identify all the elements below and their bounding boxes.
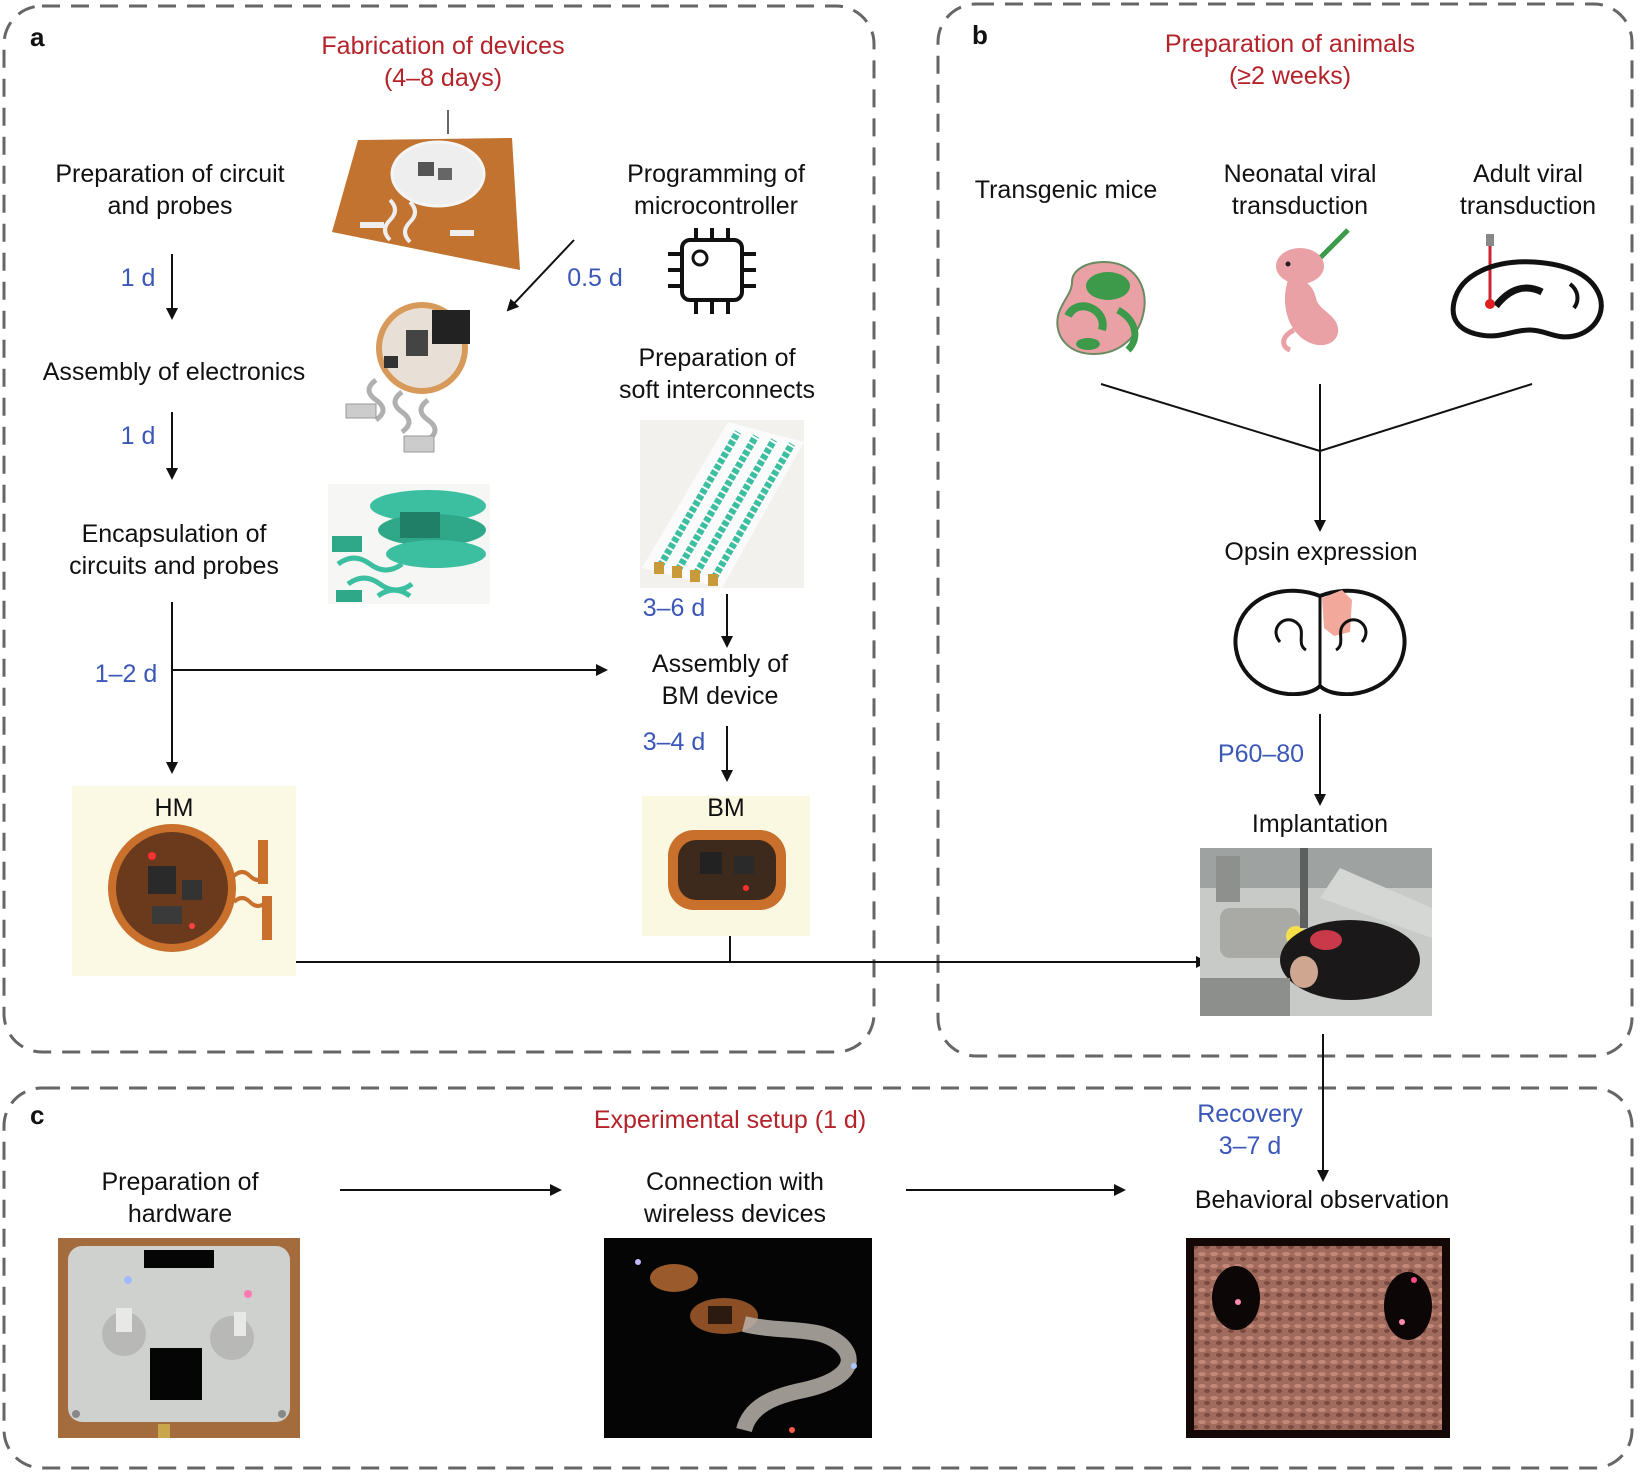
circuit-sheet-image	[330, 110, 520, 276]
neonatal-mouse-icon	[1258, 224, 1388, 362]
behavior-arena-photo	[1186, 1238, 1450, 1438]
step-encapsulation: Encapsulation of circuits and probes	[69, 520, 279, 580]
wireless-devices-photo	[604, 1238, 872, 1438]
hm-device-photo	[72, 786, 296, 976]
panel-b-title: Preparation of animals	[1164, 30, 1416, 58]
panel-a-title: Fabrication of devices	[321, 32, 565, 60]
step-soft-interconnects: Preparation of soft interconnects	[619, 344, 815, 404]
panel-b-border	[936, 2, 1634, 1058]
adult-brain-icon	[1450, 234, 1610, 346]
time-circuit-to-assembly: 1 d	[120, 264, 156, 292]
panel-a-duration: (4–8 days)	[383, 64, 503, 92]
arrow-micro-to-assembly	[506, 239, 575, 312]
source-adult: Adult viral transduction	[1459, 160, 1597, 220]
step-behavior: Behavioral observation	[1194, 1186, 1450, 1214]
step-assembly-electronics: Assembly of electronics	[42, 358, 306, 386]
source-transgenic: Transgenic mice	[974, 176, 1158, 204]
panel-c-letter: c	[30, 1100, 45, 1130]
time-microcontroller: 0.5 d	[567, 264, 623, 292]
line-adult-merge	[1319, 383, 1533, 452]
step-connection: Connection with wireless devices	[643, 1168, 826, 1228]
encapsulated-device-image	[328, 484, 490, 604]
step-microcontroller: Programming of microcontroller	[627, 160, 805, 220]
source-neonatal: Neonatal viral transduction	[1223, 160, 1377, 220]
time-assembly-to-encapsulation: 1 d	[120, 422, 156, 450]
panel-a-letter: a	[30, 22, 45, 52]
panel-a-border	[2, 4, 876, 1054]
step-circuit-probes: Preparation of circuit and probes	[55, 160, 285, 220]
recovery-label: Recovery 3–7 d	[1197, 1100, 1303, 1160]
step-assembly-bm: Assembly of BM device	[651, 650, 789, 710]
soft-interconnects-image	[640, 420, 804, 588]
hardware-photo	[58, 1238, 300, 1438]
bm-device-photo	[642, 796, 810, 936]
panel-c-title: Experimental setup (1 d)	[593, 1106, 867, 1134]
opsin-expression-label: Opsin expression	[1224, 538, 1418, 566]
panel-b-duration: (≥2 weeks)	[1228, 62, 1352, 90]
bm-label: BM	[707, 794, 745, 822]
implantation-photo	[1200, 848, 1432, 1016]
time-encapsulation-to-devices: 1–2 d	[94, 660, 158, 688]
panel-b-letter: b	[972, 20, 988, 50]
line-transgenic-merge	[1100, 383, 1321, 452]
hm-label: HM	[154, 794, 194, 822]
microchip-icon	[660, 228, 764, 318]
implantation-label: Implantation	[1251, 810, 1389, 838]
assembled-electronics-image	[336, 300, 496, 458]
step-hardware: Preparation of hardware	[101, 1168, 259, 1228]
embryo-icon	[1046, 256, 1162, 362]
age-label: P60–80	[1217, 740, 1305, 768]
brain-section-icon	[1230, 582, 1412, 696]
time-bm-assembly: 3–4 d	[642, 728, 706, 756]
time-interconnects: 3–6 d	[642, 594, 706, 622]
